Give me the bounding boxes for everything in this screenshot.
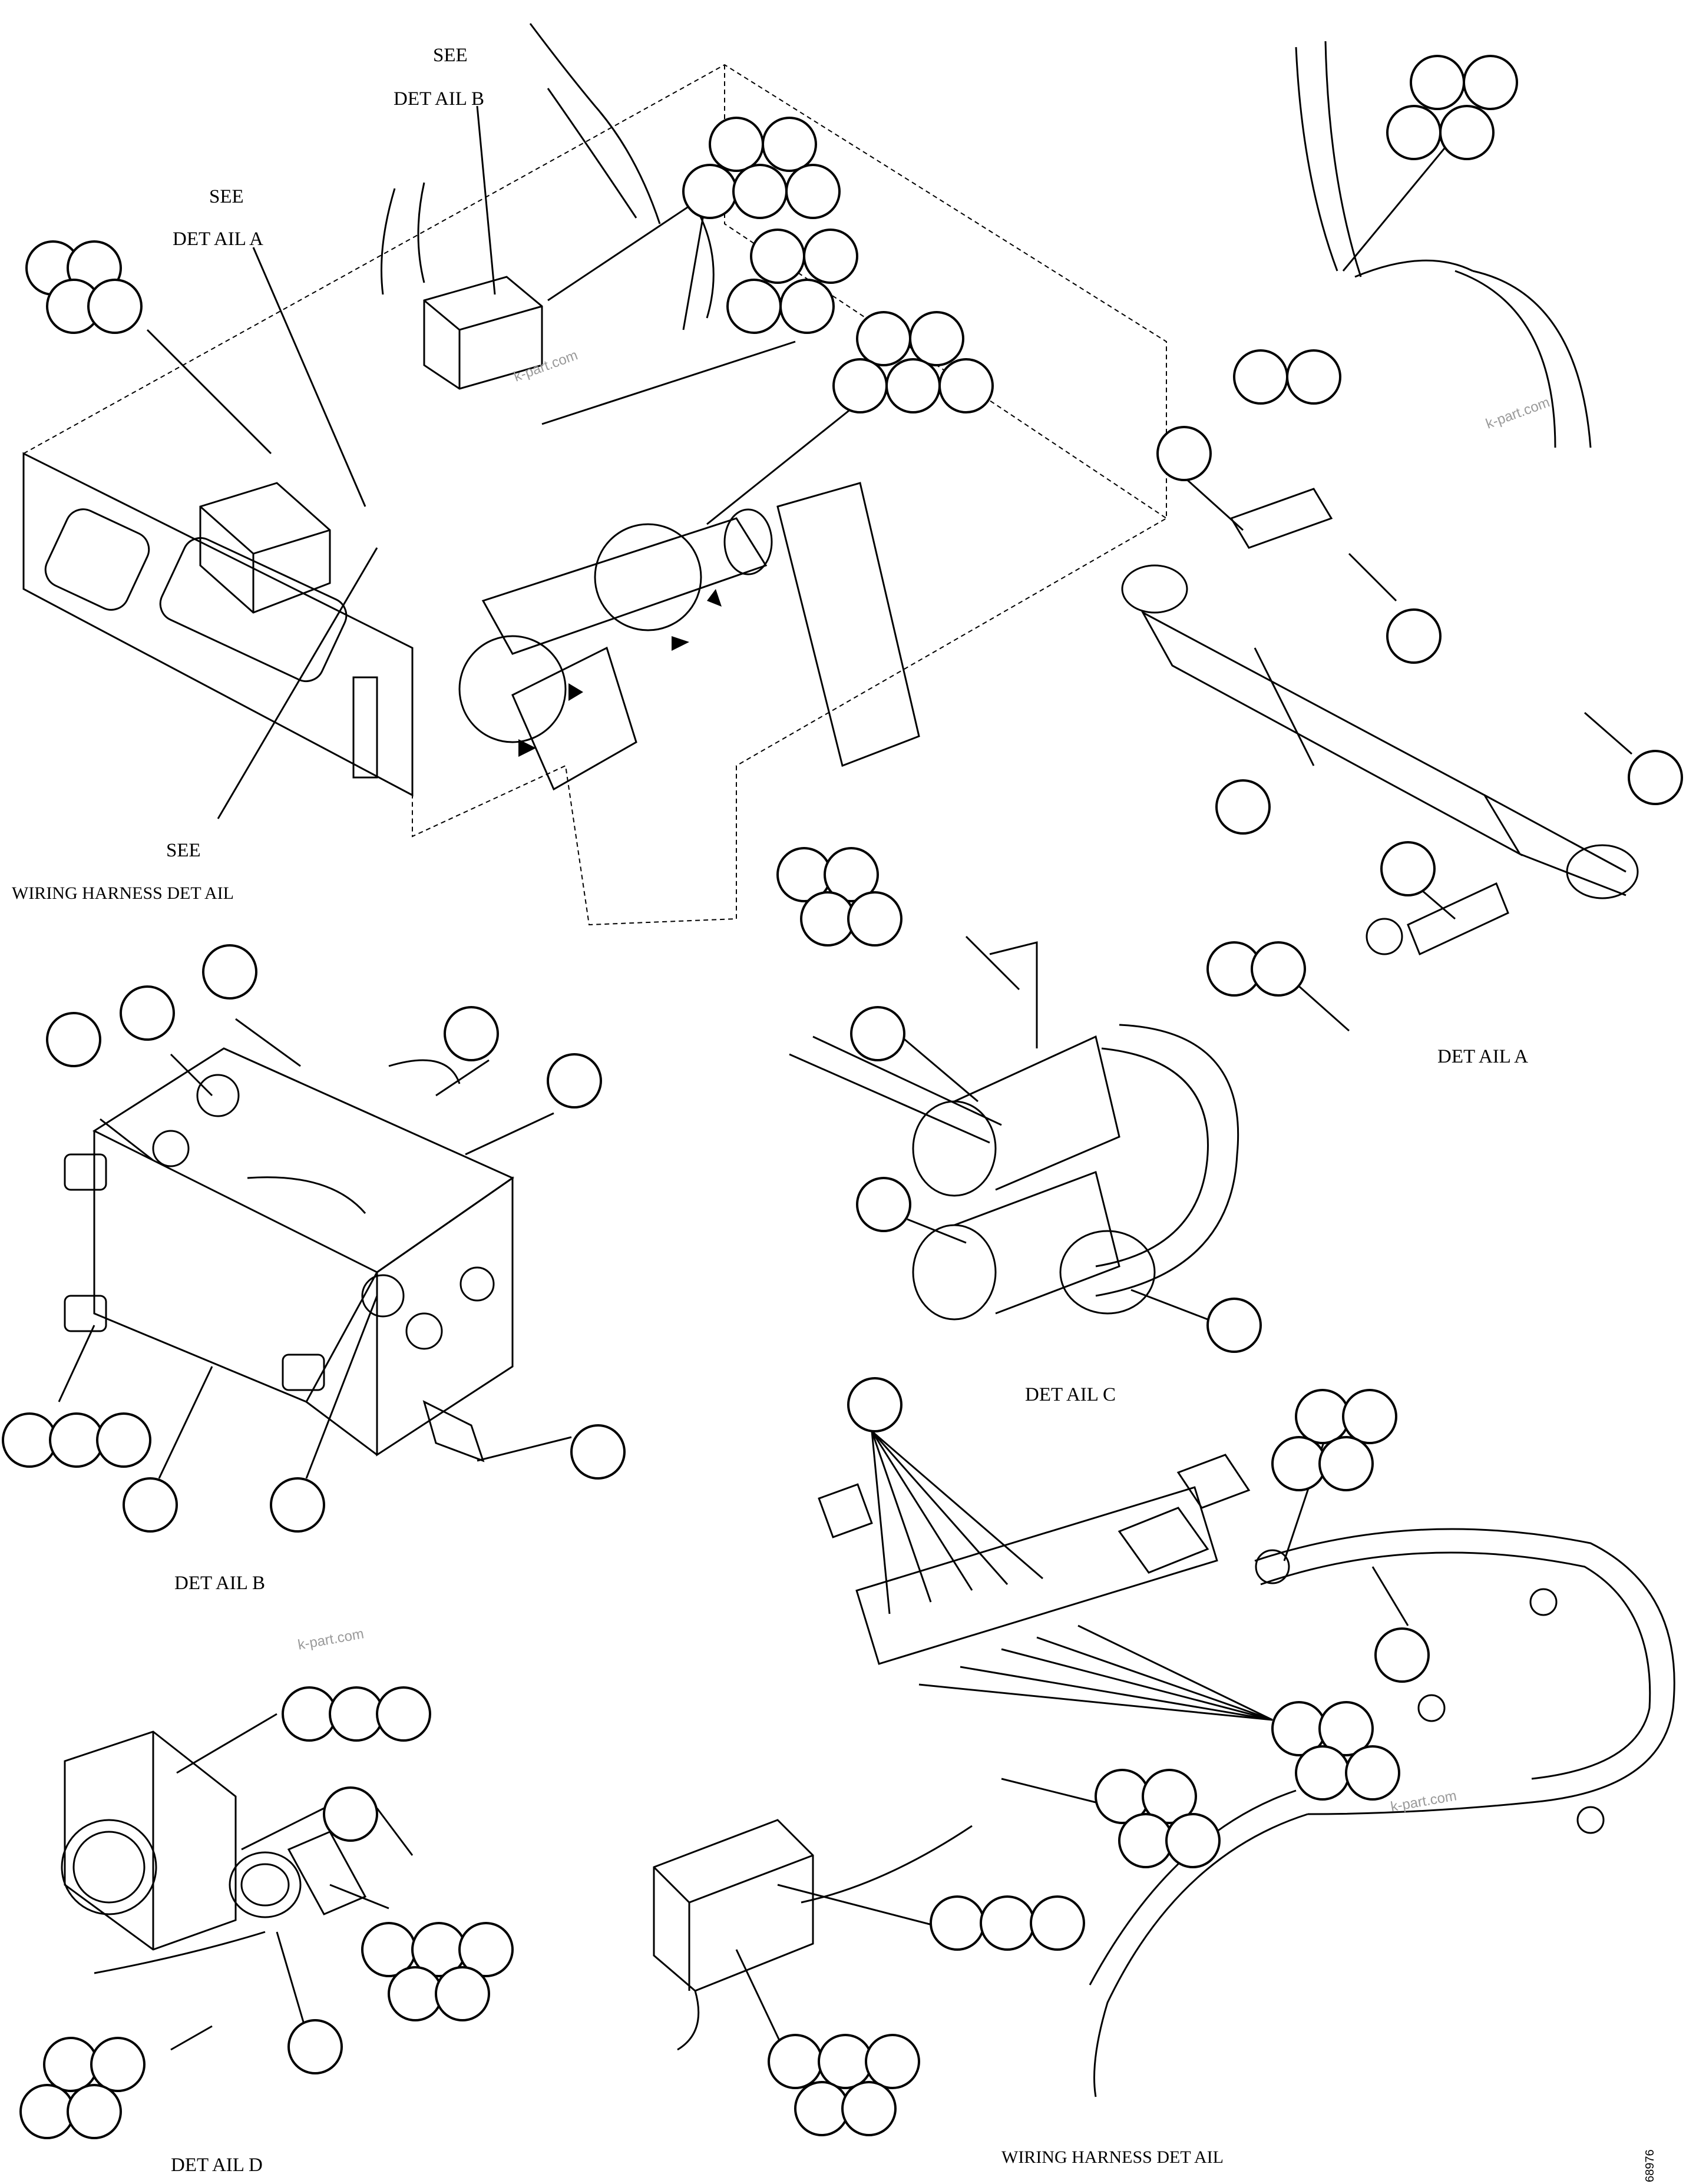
detail-c-drawing: [789, 935, 1239, 1321]
main-assembly: [22, 23, 1167, 926]
detail-a-drawing: [1121, 41, 1639, 1032]
see-label-b: SEE: [433, 45, 468, 66]
wiring-harness-title: WIRING HARNESS DET AIL: [1001, 2147, 1224, 2167]
sheet-number: 68976: [1644, 2149, 1657, 2182]
see-label-a: SEE: [209, 186, 244, 207]
detail-b-drawing: [58, 1018, 572, 1479]
arrow-markers: [518, 589, 722, 757]
wiring-harness-ref: WIRING HARNESS DET AIL: [12, 883, 234, 903]
detail-c-title: DET AIL C: [1025, 1384, 1116, 1405]
detail-d-title: DET AIL D: [171, 2155, 263, 2176]
detail-b-ref: DET AIL B: [394, 88, 484, 110]
detail-d-drawing: [61, 1713, 414, 2051]
wiring-harness-drawing: [653, 1430, 1675, 2097]
detail-a-ref: DET AIL A: [173, 229, 263, 250]
see-label-wiring: SEE: [166, 840, 201, 861]
detail-b-title: DET AIL B: [174, 1573, 265, 1594]
callout-balloons: [2, 55, 1683, 2139]
detail-a-title: DET AIL A: [1437, 1046, 1528, 1067]
